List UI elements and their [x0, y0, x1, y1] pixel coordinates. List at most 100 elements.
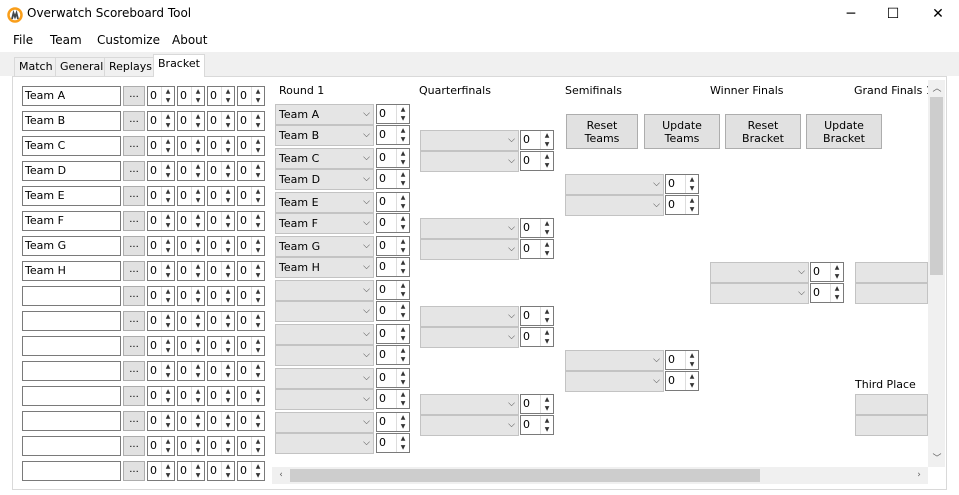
spinner-arrows[interactable]: ▲▼: [221, 387, 234, 405]
maximize-button[interactable]: ☐: [886, 6, 900, 22]
team-edit-button[interactable]: ...: [123, 136, 145, 156]
arrow-up-icon[interactable]: ▲: [225, 213, 231, 220]
arrow-up-icon[interactable]: ▲: [255, 163, 261, 170]
arrow-up-icon[interactable]: ▲: [689, 373, 695, 380]
arrow-down-icon[interactable]: ▼: [689, 185, 695, 192]
arrow-down-icon[interactable]: ▼: [165, 222, 171, 229]
quarterfinal-score-spinner[interactable]: 0▲▼: [520, 415, 554, 435]
arrow-down-icon[interactable]: ▼: [165, 397, 171, 404]
arrow-up-icon[interactable]: ▲: [165, 388, 171, 395]
quarterfinal-score-spinner[interactable]: 0▲▼: [520, 218, 554, 238]
spinner-arrows[interactable]: ▲▼: [161, 337, 174, 355]
spinner-arrows[interactable]: ▲▼: [540, 152, 553, 170]
arrow-up-icon[interactable]: ▲: [400, 303, 406, 310]
semifinal-team-select[interactable]: ⌵: [565, 195, 664, 216]
arrow-down-icon[interactable]: ▼: [225, 147, 231, 154]
arrow-down-icon[interactable]: ▼: [165, 197, 171, 204]
arrow-up-icon[interactable]: ▲: [225, 88, 231, 95]
arrow-down-icon[interactable]: ▼: [195, 347, 201, 354]
spinner-arrows[interactable]: ▲▼: [251, 237, 264, 255]
spinner-arrows[interactable]: ▲▼: [221, 162, 234, 180]
team-edit-button[interactable]: ...: [123, 161, 145, 181]
team-score-spinner[interactable]: 0▲▼: [237, 286, 265, 306]
spinner-arrows[interactable]: ▲▼: [251, 287, 264, 305]
tab-replays[interactable]: Replays: [104, 57, 157, 76]
arrow-up-icon[interactable]: ▲: [400, 370, 406, 377]
arrow-down-icon[interactable]: ▼: [255, 222, 261, 229]
spinner-arrows[interactable]: ▲▼: [396, 390, 409, 408]
spinner-arrows[interactable]: ▲▼: [251, 212, 264, 230]
round1-team-select[interactable]: Team C⌵: [275, 148, 374, 169]
team-score-spinner[interactable]: 0▲▼: [177, 136, 205, 156]
round1-team-select[interactable]: Team E⌵: [275, 192, 374, 213]
spinner-arrows[interactable]: ▲▼: [396, 325, 409, 343]
spinner-arrows[interactable]: ▲▼: [161, 212, 174, 230]
team-edit-button[interactable]: ...: [123, 411, 145, 431]
arrow-up-icon[interactable]: ▲: [165, 113, 171, 120]
quarterfinal-score-spinner[interactable]: 0▲▼: [520, 394, 554, 414]
spinner-arrows[interactable]: ▲▼: [221, 287, 234, 305]
spinner-arrows[interactable]: ▲▼: [221, 262, 234, 280]
arrow-up-icon[interactable]: ▲: [400, 150, 406, 157]
quarterfinal-team-select[interactable]: ⌵: [420, 327, 519, 348]
team-score-spinner[interactable]: 0▲▼: [237, 386, 265, 406]
arrow-up-icon[interactable]: ▲: [400, 326, 406, 333]
arrow-down-icon[interactable]: ▼: [255, 372, 261, 379]
arrow-down-icon[interactable]: ▼: [544, 250, 550, 257]
arrow-up-icon[interactable]: ▲: [195, 238, 201, 245]
grand-final-team-select[interactable]: [855, 262, 928, 283]
spinner-arrows[interactable]: ▲▼: [161, 287, 174, 305]
team-edit-button[interactable]: ...: [123, 386, 145, 406]
team-score-spinner[interactable]: 0▲▼: [147, 211, 175, 231]
spinner-arrows[interactable]: ▲▼: [221, 437, 234, 455]
arrow-down-icon[interactable]: ▼: [225, 397, 231, 404]
spinner-arrows[interactable]: ▲▼: [540, 219, 553, 237]
team-score-spinner[interactable]: 0▲▼: [147, 286, 175, 306]
spinner-arrows[interactable]: ▲▼: [830, 263, 843, 281]
team-name-input[interactable]: Team D: [22, 161, 121, 181]
arrow-down-icon[interactable]: ▼: [195, 172, 201, 179]
spinner-arrows[interactable]: ▲▼: [540, 240, 553, 258]
spinner-arrows[interactable]: ▲▼: [191, 412, 204, 430]
team-score-spinner[interactable]: 0▲▼: [237, 436, 265, 456]
quarterfinal-team-select[interactable]: ⌵: [420, 415, 519, 436]
team-name-input[interactable]: Team G: [22, 236, 121, 256]
arrow-up-icon[interactable]: ▲: [225, 288, 231, 295]
spinner-arrows[interactable]: ▲▼: [251, 137, 264, 155]
spinner-arrows[interactable]: ▲▼: [251, 362, 264, 380]
arrow-down-icon[interactable]: ▼: [255, 247, 261, 254]
team-score-spinner[interactable]: 0▲▼: [207, 336, 235, 356]
arrow-down-icon[interactable]: ▼: [689, 361, 695, 368]
team-name-input[interactable]: Team F: [22, 211, 121, 231]
spinner-arrows[interactable]: ▲▼: [396, 369, 409, 387]
round1-score-spinner[interactable]: 0▲▼: [376, 213, 410, 233]
team-score-spinner[interactable]: 0▲▼: [147, 186, 175, 206]
arrow-up-icon[interactable]: ▲: [195, 163, 201, 170]
round1-score-spinner[interactable]: 0▲▼: [376, 324, 410, 344]
spinner-arrows[interactable]: ▲▼: [396, 105, 409, 123]
arrow-up-icon[interactable]: ▲: [400, 171, 406, 178]
round1-team-select[interactable]: Team H⌵: [275, 257, 374, 278]
round1-score-spinner[interactable]: 0▲▼: [376, 368, 410, 388]
team-score-spinner[interactable]: 0▲▼: [207, 236, 235, 256]
arrow-down-icon[interactable]: ▼: [255, 197, 261, 204]
arrow-down-icon[interactable]: ▼: [255, 97, 261, 104]
arrow-down-icon[interactable]: ▼: [255, 472, 261, 479]
quarterfinal-team-select[interactable]: ⌵: [420, 306, 519, 327]
arrow-down-icon[interactable]: ▼: [400, 423, 406, 430]
arrow-down-icon[interactable]: ▼: [255, 172, 261, 179]
arrow-down-icon[interactable]: ▼: [400, 247, 406, 254]
arrow-down-icon[interactable]: ▼: [165, 247, 171, 254]
arrow-up-icon[interactable]: ▲: [225, 113, 231, 120]
spinner-arrows[interactable]: ▲▼: [161, 262, 174, 280]
arrow-up-icon[interactable]: ▲: [225, 238, 231, 245]
arrow-up-icon[interactable]: ▲: [400, 127, 406, 134]
team-score-spinner[interactable]: 0▲▼: [207, 286, 235, 306]
arrow-up-icon[interactable]: ▲: [195, 388, 201, 395]
team-score-spinner[interactable]: 0▲▼: [237, 161, 265, 181]
arrow-down-icon[interactable]: ▼: [400, 224, 406, 231]
arrow-down-icon[interactable]: ▼: [400, 356, 406, 363]
round1-team-select[interactable]: ⌵: [275, 412, 374, 433]
spinner-arrows[interactable]: ▲▼: [191, 262, 204, 280]
